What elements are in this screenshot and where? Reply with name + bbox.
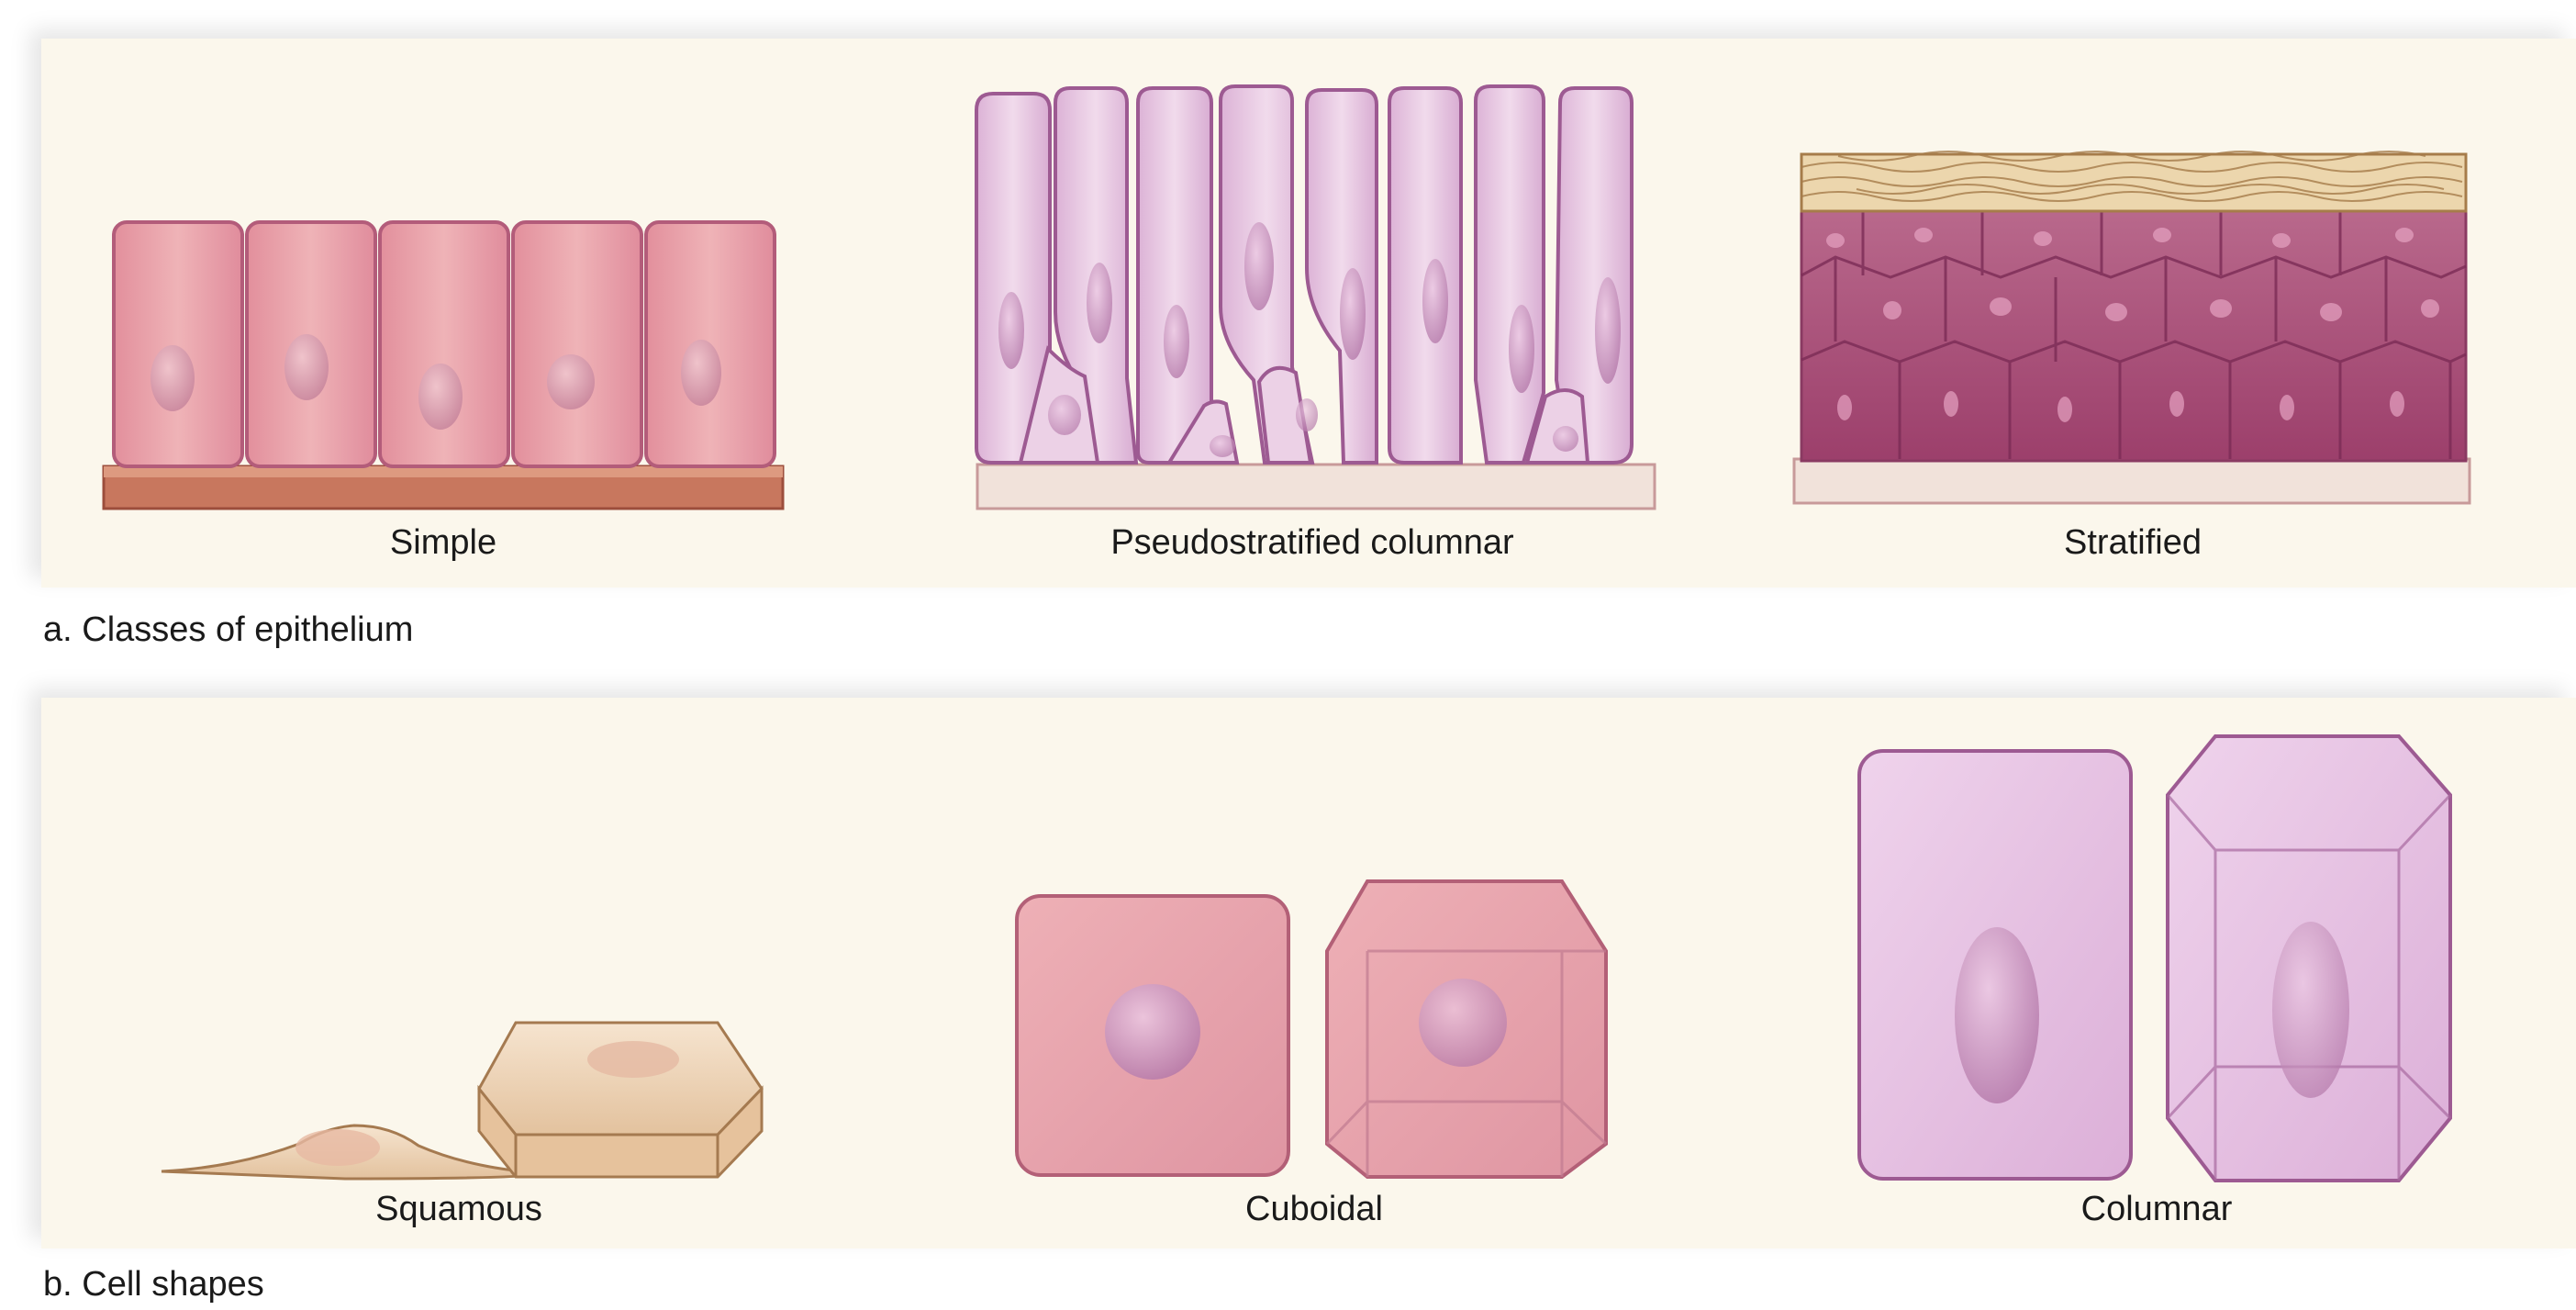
label-pseudostratified-columnar: Pseudostratified columnar [1110,523,1514,562]
columnar-cell [1305,88,1378,465]
nucleus [998,292,1024,369]
nucleus [1164,305,1189,378]
nucleus [1955,927,2039,1103]
columnar-cell [975,92,1052,465]
nucleus [1048,395,1081,435]
nucleus [1105,984,1200,1080]
squamous-block-cell [477,1021,764,1136]
simple-cell [112,220,244,468]
label-columnar: Columnar [2080,1190,2233,1228]
label-simple: Simple [389,523,497,562]
simple-epithelium [102,220,785,510]
simple-cell [511,220,643,468]
caption-classes-of-epithelium: a. Classes of epithelium [43,610,414,649]
nucleus [1419,979,1507,1067]
nucleus [151,345,195,411]
nucleus [1296,398,1318,431]
columnar-cells [1857,734,2452,1182]
simple-cells [112,220,776,468]
nucleus [1087,263,1112,343]
caption-cell-shapes: b. Cell shapes [43,1265,264,1304]
nucleus [587,1041,679,1078]
nucleus [1595,277,1621,384]
nucleus [1553,426,1578,452]
nucleus [681,340,721,406]
columnar-cell [1474,84,1545,465]
label-stratified: Stratified [2064,523,2202,562]
nucleus [1422,259,1448,343]
label-squamous: Squamous [375,1190,542,1228]
nucleus [418,364,463,430]
simple-cell [378,220,510,468]
panel-cell-shapes [41,698,2576,1248]
nucleus [1210,435,1235,457]
nucleus [1509,305,1534,393]
nucleus [1244,222,1274,310]
nucleus [284,334,329,400]
deep-cell-layers [1800,206,2468,463]
nucleus [547,354,595,409]
cuboidal-cells [1015,879,1608,1179]
nucleus [296,1129,380,1166]
columnar-cell [1136,86,1213,465]
basement-membrane [976,463,1656,510]
nucleus [2272,922,2349,1098]
nucleus [1340,268,1366,360]
label-cuboidal: Cuboidal [1245,1190,1383,1228]
basement-membrane [1792,457,2471,505]
pseudostratified-cells [975,84,1634,465]
squamous-cells [161,1021,764,1181]
stratified-epithelium [1792,151,2471,505]
pseudostratified-epithelium [975,84,1656,510]
basal-cell [1256,365,1313,465]
